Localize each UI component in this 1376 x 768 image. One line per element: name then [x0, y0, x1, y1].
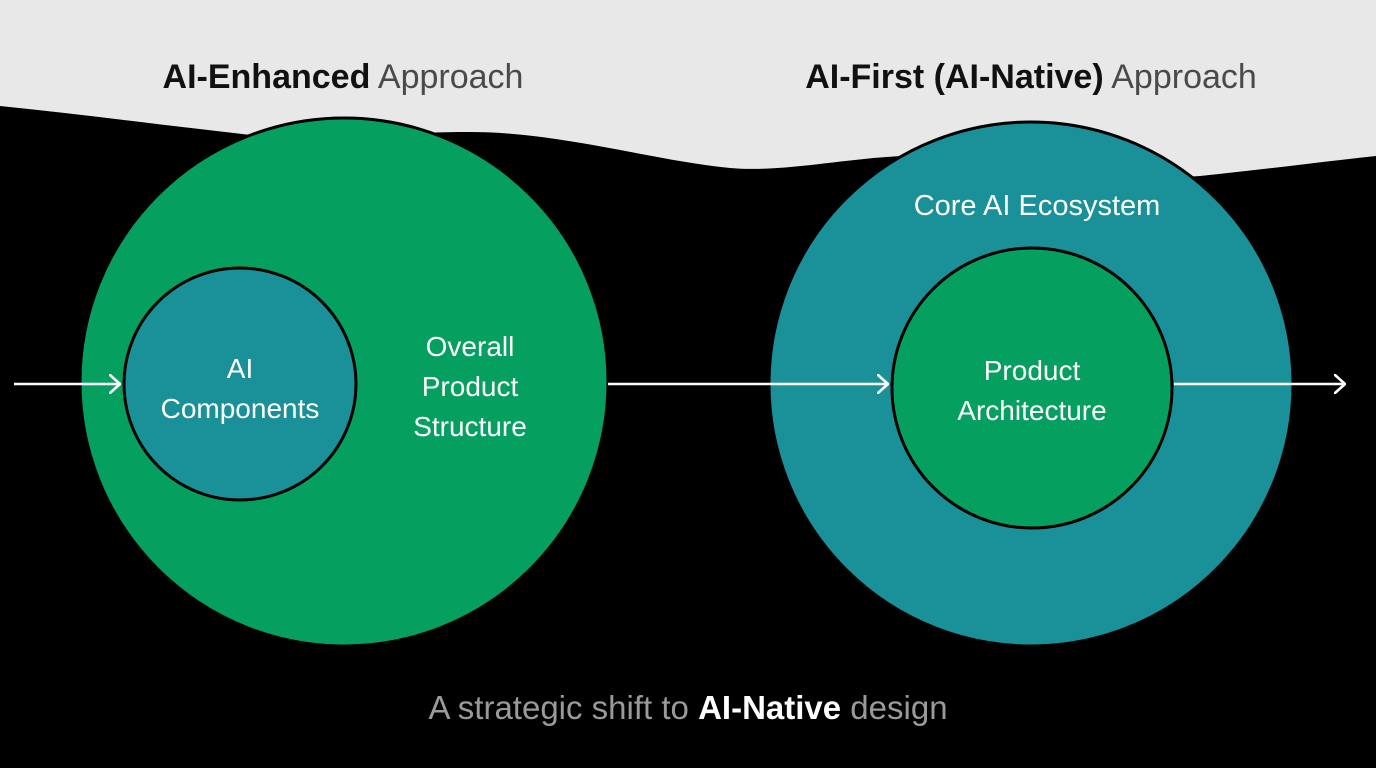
outer-label-line-2: Product	[422, 371, 519, 402]
caption: A strategic shift to AI-Native design	[428, 689, 947, 726]
inner-label-line-2: Components	[161, 393, 320, 424]
left-heading-light: Approach	[378, 58, 524, 96]
outer-label-line-3: Structure	[413, 411, 527, 442]
inner-label-line-1: AI	[227, 353, 253, 384]
right-heading-bold: AI-First (AI-Native)	[805, 58, 1103, 96]
caption-bold: AI-Native	[698, 689, 841, 726]
outer-label-line-1: Overall	[426, 331, 515, 362]
caption-prefix: A strategic shift to	[428, 689, 688, 726]
inner-circle-product-architecture	[890, 246, 1174, 530]
inner-circle-ai-components	[122, 266, 358, 502]
caption-suffix: design	[850, 689, 947, 726]
right-heading-light: Approach	[1111, 58, 1257, 96]
inner-right-label-line-1: Product	[984, 355, 1081, 386]
inner-right-label-line-2: Architecture	[957, 395, 1106, 426]
right-heading: AI-First (AI-Native) Approach	[805, 58, 1257, 96]
left-heading: AI-Enhanced Approach	[163, 58, 524, 96]
core-ai-ecosystem-label: Core AI Ecosystem	[914, 190, 1161, 222]
left-heading-bold: AI-Enhanced	[163, 58, 371, 96]
